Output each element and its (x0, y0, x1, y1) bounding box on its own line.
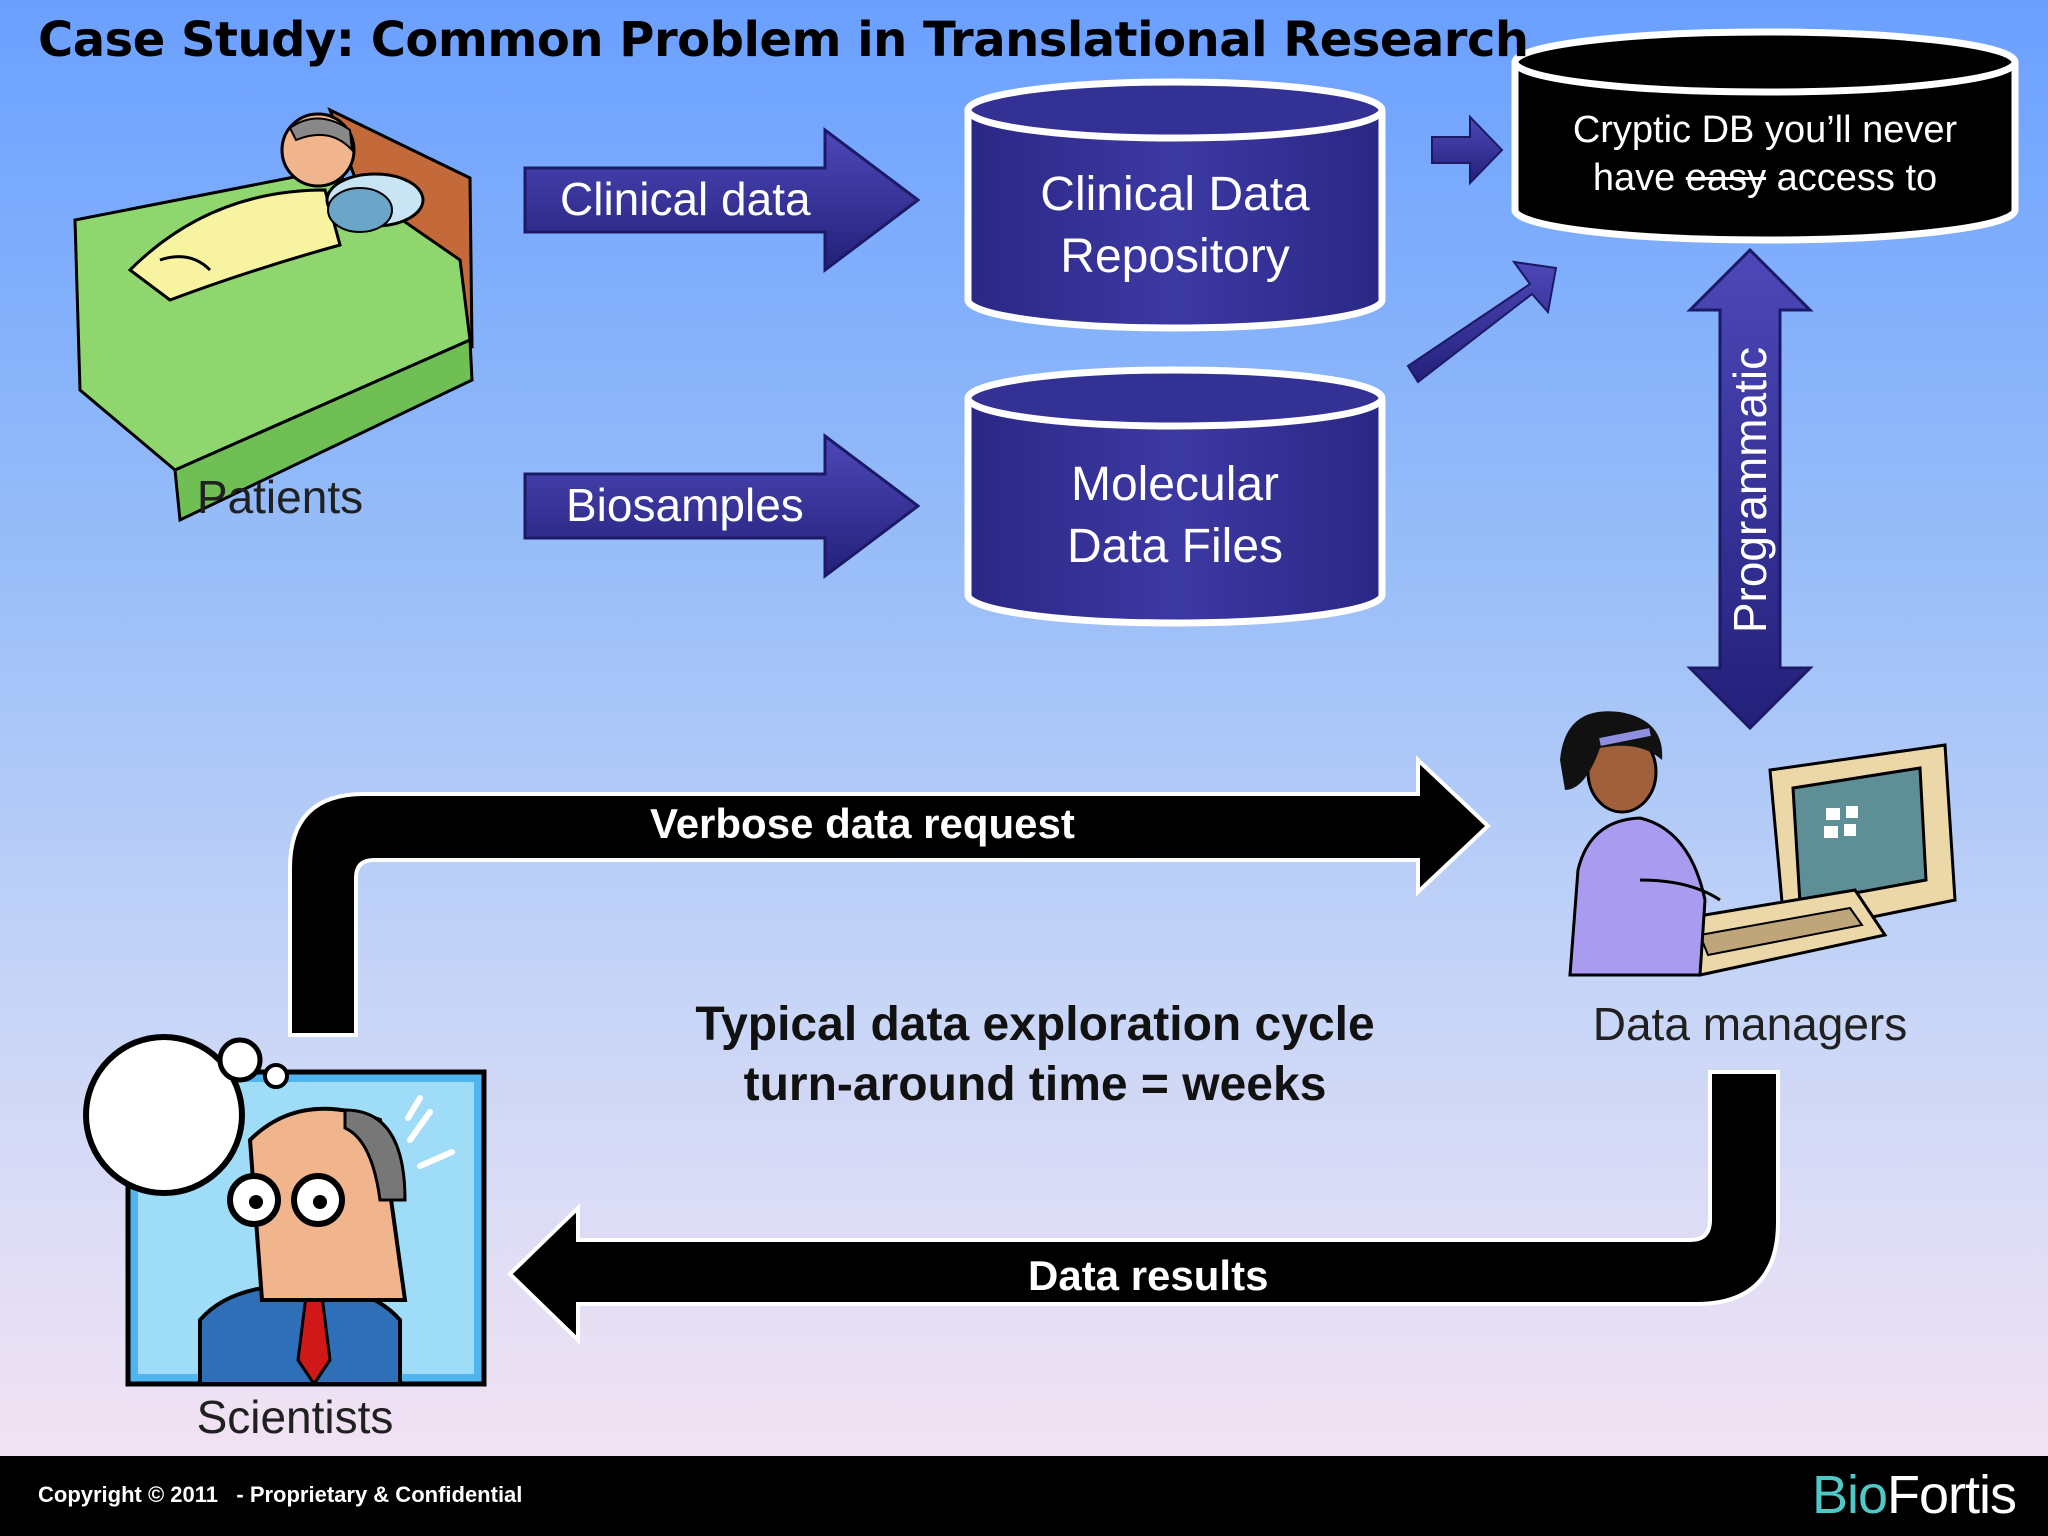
cryptic-line2: have easy access to (1520, 154, 2010, 202)
clinical-data-repository-cylinder (964, 78, 1386, 332)
cryptic-line1: Cryptic DB you’ll never (1572, 109, 1958, 151)
diagram-canvas (73, 28, 2019, 1387)
programmatic-label: Programmatic (1724, 346, 1776, 634)
slide-background: Case Study: Common Problem in Translatio… (0, 0, 2048, 1456)
biosamples-arrow (523, 432, 921, 580)
cryptic-db-text: Cryptic DB you’ll never have easy access… (1520, 106, 2010, 202)
footer-bar: Copyright © 2011 - Proprietary & Confide… (0, 1456, 2048, 1536)
verbose-request-label: Verbose data request (650, 800, 1075, 847)
data-results-label: Data results (1028, 1252, 1269, 1299)
cryptic-have: have (1592, 157, 1686, 199)
patient-in-bed-illustration (73, 107, 474, 523)
clinical-repo-line2: Repository (1060, 230, 1290, 283)
clinical-data-label: Clinical data (560, 173, 811, 225)
data-managers-label: Data managers (1592, 998, 1908, 1050)
scientist-illustration (83, 1034, 487, 1387)
page-title: Case Study: Common Problem in Translatio… (38, 12, 1529, 68)
data-results-arrow (507, 1070, 1780, 1345)
cycle-note-line2: turn-around time = weeks (743, 1058, 1327, 1111)
logo-bio: Bio (1811, 1465, 1888, 1525)
molecular-line2: Data Files (1066, 520, 1284, 573)
cryptic-db-cylinder (1511, 28, 2019, 244)
clinical-repo-text: Clinical Data Repository (975, 164, 1375, 288)
biofortis-logo: BioFortis (1811, 1464, 2017, 1526)
clinical-repo-line1: Clinical Data (1040, 168, 1310, 221)
molecular-to-cryptic-arrow (1406, 260, 1558, 384)
cryptic-easy-strikethrough: easy (1685, 157, 1767, 199)
scientists-label: Scientists (196, 1391, 394, 1443)
copyright-text: Copyright © 2011 - Proprietary & Confide… (38, 1482, 523, 1507)
verbose-request-arrow (288, 755, 1491, 1037)
logo-fortis: Fortis (1887, 1465, 2017, 1525)
molecular-data-files-cylinder (964, 366, 1386, 627)
patients-label: Patients (196, 471, 364, 523)
cycle-note: Typical data exploration cycle turn-arou… (640, 995, 1430, 1115)
molecular-text: Molecular Data Files (975, 454, 1375, 578)
data-manager-illustration (1560, 711, 1957, 977)
molecular-line1: Molecular (1070, 458, 1280, 511)
clinical-data-arrow (523, 126, 921, 274)
biosamples-label: Biosamples (566, 479, 804, 531)
programmatic-double-arrow (1686, 247, 1814, 731)
cryptic-rest: access to (1766, 157, 1938, 199)
repository-to-cryptic-arrow (1431, 114, 1504, 186)
cycle-note-line1: Typical data exploration cycle (695, 998, 1375, 1051)
